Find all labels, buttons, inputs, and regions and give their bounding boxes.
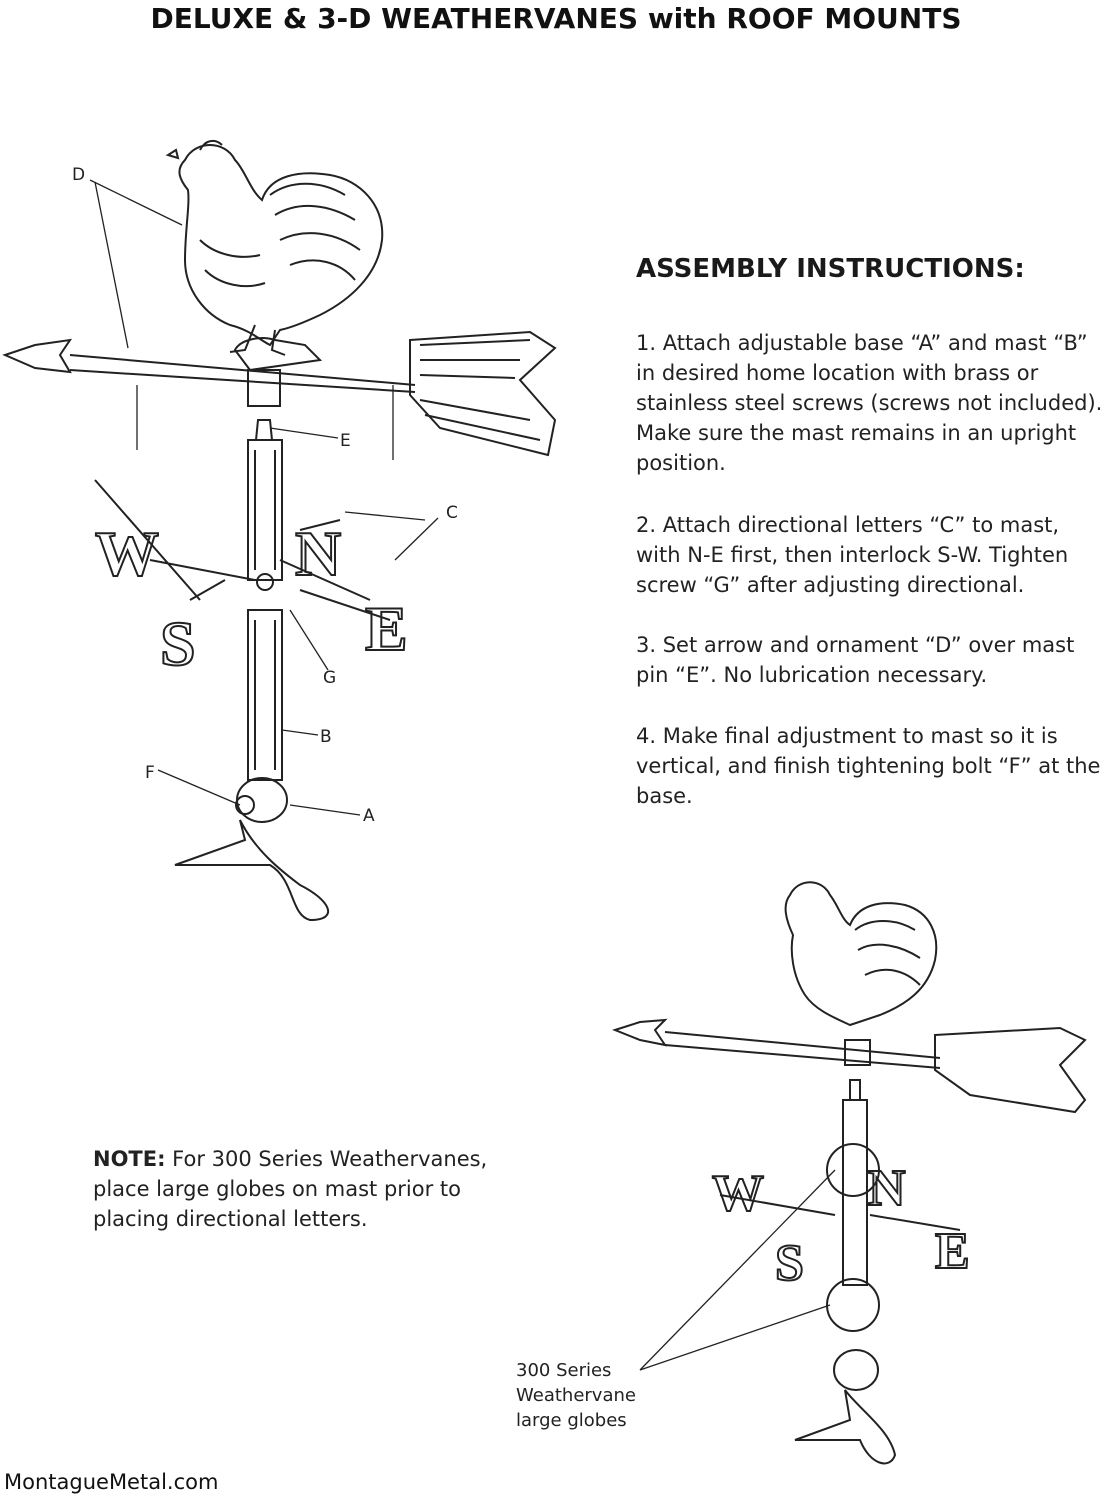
- label-b: B: [320, 727, 332, 747]
- directional-letters: [94, 479, 391, 621]
- label-a: A: [363, 806, 375, 826]
- caption-line-3: large globes: [516, 1410, 627, 1431]
- page-title: DELUXE & 3-D WEATHERVANES with ROOF MOUN…: [150, 2, 962, 35]
- label-leaders: [89, 179, 439, 816]
- assembly-heading: ASSEMBLY INSTRUCTIONS:: [636, 254, 1025, 284]
- small-letter-s: S: [775, 1235, 804, 1292]
- arrow: [2, 330, 557, 457]
- step-3: 3. Set arrow and ornament “D” over mast …: [636, 633, 1075, 687]
- letter-n: N: [295, 518, 341, 589]
- step-2: 2. Attach directional letters “C” to mas…: [636, 513, 1069, 597]
- small-letter-w: W: [712, 1165, 764, 1222]
- caption-line-2: Weathervane: [516, 1385, 636, 1406]
- rooster-ornament: [165, 139, 384, 372]
- label-g: G: [323, 668, 336, 688]
- note: NOTE: For 300 Series Weathervanes, place…: [93, 1144, 533, 1234]
- footer-website: MontagueMetal.com: [4, 1470, 219, 1494]
- mast: [247, 419, 283, 781]
- small-letter-e: E: [935, 1223, 970, 1280]
- letter-e: E: [365, 593, 408, 664]
- note-text: For 300 Series Weathervanes, place large…: [93, 1147, 488, 1231]
- letter-w: W: [95, 518, 159, 589]
- small-letter-n: N: [868, 1160, 906, 1217]
- base: [174, 777, 330, 922]
- label-e: E: [340, 431, 351, 451]
- step-4: 4. Make final adjustment to mast so it i…: [636, 724, 1101, 808]
- series-300-diagram: [612, 881, 1087, 1465]
- letter-s: S: [160, 608, 196, 679]
- step-1: 1. Attach adjustable base “A” and mast “…: [636, 331, 1103, 475]
- label-c: C: [446, 503, 458, 523]
- caption-line-1: 300 Series: [516, 1360, 612, 1381]
- globes-caption: 300 Series Weathervane large globes: [516, 1358, 666, 1433]
- label-d: D: [72, 165, 85, 185]
- note-label: NOTE:: [93, 1147, 166, 1171]
- label-f: F: [145, 763, 155, 783]
